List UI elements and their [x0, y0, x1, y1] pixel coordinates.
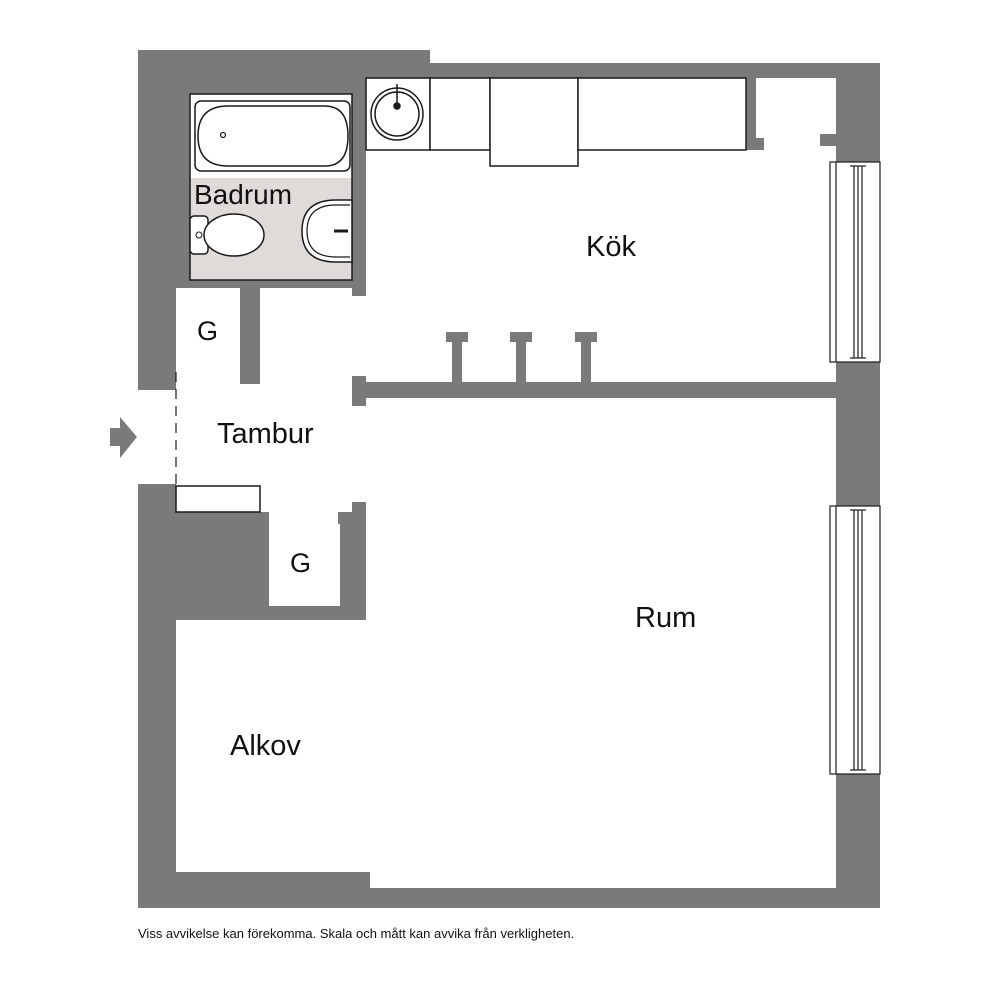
bathroom-wall-right	[352, 78, 366, 294]
counter-left	[429, 77, 491, 151]
window-kitchen	[829, 161, 881, 363]
counter-right	[577, 77, 747, 151]
pillar-3-stem	[581, 332, 591, 388]
alcove-wall-strip	[138, 492, 176, 892]
room-label-alcove: Alkov	[230, 730, 301, 762]
washbasin-icon	[301, 199, 353, 263]
bathroom-outline	[189, 93, 353, 281]
kitchen-corner-pier	[820, 134, 836, 146]
bathroom	[189, 93, 353, 281]
entrance-wall-upper-stub	[150, 384, 176, 390]
kitchen-pier	[746, 78, 756, 150]
room-label-hall: Tambur	[217, 418, 314, 450]
closet-bottom-wall-right	[352, 502, 366, 620]
bathtub-icon	[194, 100, 351, 172]
kitchen-counters	[365, 77, 747, 167]
toilet-icon	[189, 213, 265, 257]
entrance-wall-lower	[150, 484, 176, 492]
entrance-wall-upper	[138, 370, 176, 384]
room-label-closet-top: G	[197, 316, 218, 346]
closet-bottom-wall-bottom	[259, 606, 366, 620]
room-labels: Badrum Kök G Tambur G Rum Alkov	[194, 179, 696, 762]
closet-top-wall	[176, 280, 260, 288]
closet-top-wall-stub	[240, 372, 260, 384]
room-label-kitchen: Kök	[586, 231, 636, 263]
pillar-2-stem	[516, 332, 526, 388]
entrance-opening	[138, 390, 176, 484]
closet-bottom-wall-left	[259, 512, 269, 608]
kitchen-room-wall	[352, 384, 836, 398]
entrance-arrow-icon	[110, 417, 137, 458]
inner-walls	[138, 78, 880, 892]
pillar-1-stem	[452, 332, 462, 388]
room-label-closet-bottom: G	[290, 548, 311, 578]
kitchen-pier-foot	[746, 138, 764, 150]
hall-shelf	[175, 485, 261, 513]
room-label-bathroom: Badrum	[194, 179, 292, 210]
kitchen-room-wall-end	[352, 376, 366, 406]
bathroom-wall-bottom	[352, 288, 366, 296]
closet-top-wall-right	[240, 288, 260, 384]
window-room	[829, 505, 881, 775]
windows	[829, 161, 881, 775]
entrance	[110, 372, 177, 490]
closet-bottom-wall-right-stub	[338, 512, 366, 524]
stove	[489, 77, 579, 167]
kitchen-sink-icon	[370, 84, 424, 141]
right-wall-mid	[836, 362, 880, 506]
disclaimer-text: Viss avvikelse kan förekomma. Skala och …	[138, 926, 575, 941]
closet-bottom-wall-left-stub	[259, 512, 269, 524]
room-label-living-room: Rum	[635, 602, 696, 634]
